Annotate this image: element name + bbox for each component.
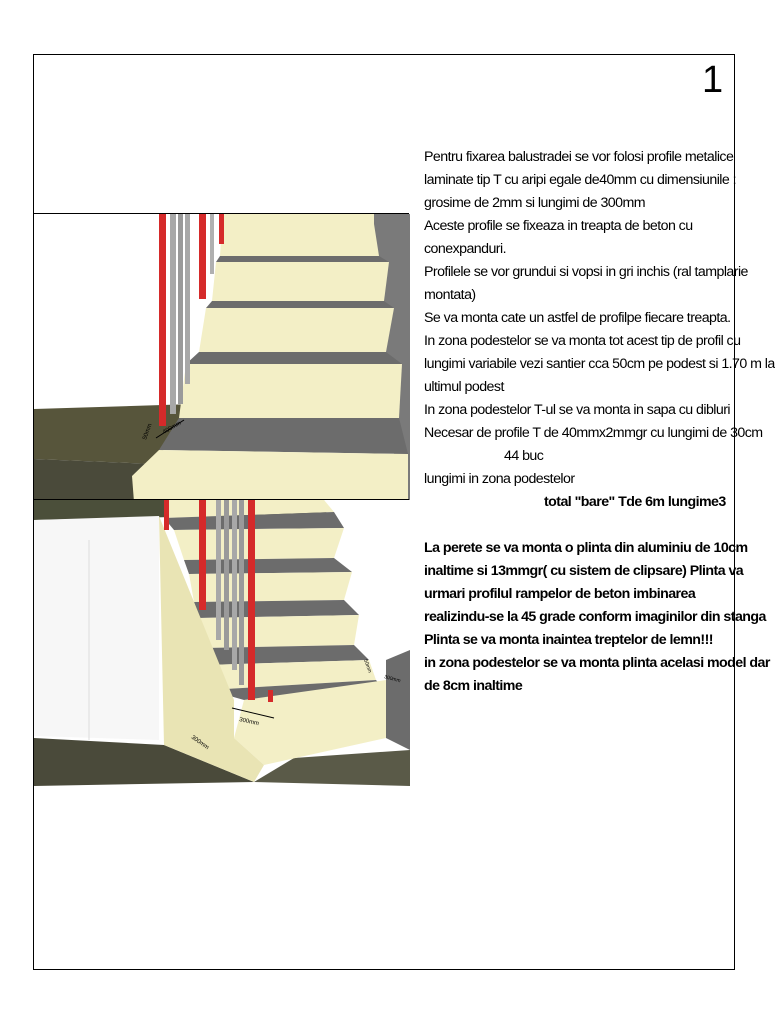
stair-illustration-bottom: 300mm 300mm 50mm 300mm — [34, 500, 410, 786]
text-line: inaltime si 13mmgr( cu sistem de clipsar… — [424, 563, 744, 579]
text-line: Necesar de profile T de 40mmx2mmgr cu lu… — [424, 425, 763, 441]
stair-render-top: 400mm 50mm — [33, 213, 410, 502]
red-post — [248, 500, 255, 700]
text-line: de 8cm inaltime — [424, 678, 523, 694]
text-line: urmari profilul rampelor de beton imbina… — [424, 586, 696, 602]
text-line: In zona podestelor T-ul se va monta in s… — [424, 402, 731, 418]
step — [220, 224, 379, 256]
text-line: conexpanduri. — [424, 241, 507, 257]
red-post — [199, 500, 206, 610]
text-line: La perete se va monta o plinta din alumi… — [424, 540, 748, 556]
stair-illustration-top: 400mm 50mm — [34, 214, 410, 502]
text-line: in zona podestelor se va monta plinta ac… — [424, 655, 770, 671]
zone-line: lungimi in zona podestelor — [424, 471, 575, 487]
wood-floor — [34, 738, 254, 786]
stair-render-bottom: 300mm 300mm 50mm 300mm — [33, 499, 410, 786]
text-line: ultimul podest — [424, 379, 504, 395]
text-line: Aceste profile se fixeaza in treapta de … — [424, 218, 693, 234]
red-post — [199, 214, 206, 299]
text-line: Pentru fixarea balustradei se vor folosi… — [424, 149, 734, 165]
text-line: lungimi variabile vezi santier cca 50cm … — [424, 356, 775, 372]
total-line: total "bare" Tde 6m lungime3 — [544, 494, 726, 510]
dimension-label: 50mm — [362, 659, 372, 674]
count-line: 44 buc — [504, 448, 544, 464]
text-line: realizindu-se la 45 grade conform imagin… — [424, 609, 766, 625]
wall — [34, 214, 194, 409]
text-line: In zona podestelor se va monta tot acest… — [424, 333, 741, 349]
text-line: grosime de 2mm si lungimi de 300mm — [424, 195, 646, 211]
dimension-label: 300mm — [383, 674, 401, 684]
dimension-label: 300mm — [239, 717, 260, 727]
text-line: laminate tip T cu aripi egale de40mm cu … — [424, 172, 737, 188]
text-line: Plinta se va monta inaintea treptelor de… — [424, 632, 714, 648]
text-line: montata) — [424, 287, 476, 303]
red-post — [159, 214, 166, 426]
step — [132, 450, 408, 502]
wood-floor — [34, 404, 194, 464]
step — [189, 572, 352, 602]
step — [212, 262, 389, 301]
page-number: 1 — [702, 59, 724, 101]
step — [179, 364, 402, 418]
text-line: Se va monta cate un astfel de profilpe f… — [424, 310, 731, 326]
text-line: Profilele se vor grundui si vopsi in gri… — [424, 264, 748, 280]
dimension-label: 50mm — [142, 423, 153, 441]
step — [199, 615, 359, 648]
wall — [34, 516, 159, 740]
specification-text: Pentru fixarea balustradei se vor folosi… — [424, 146, 775, 698]
step — [199, 308, 394, 352]
